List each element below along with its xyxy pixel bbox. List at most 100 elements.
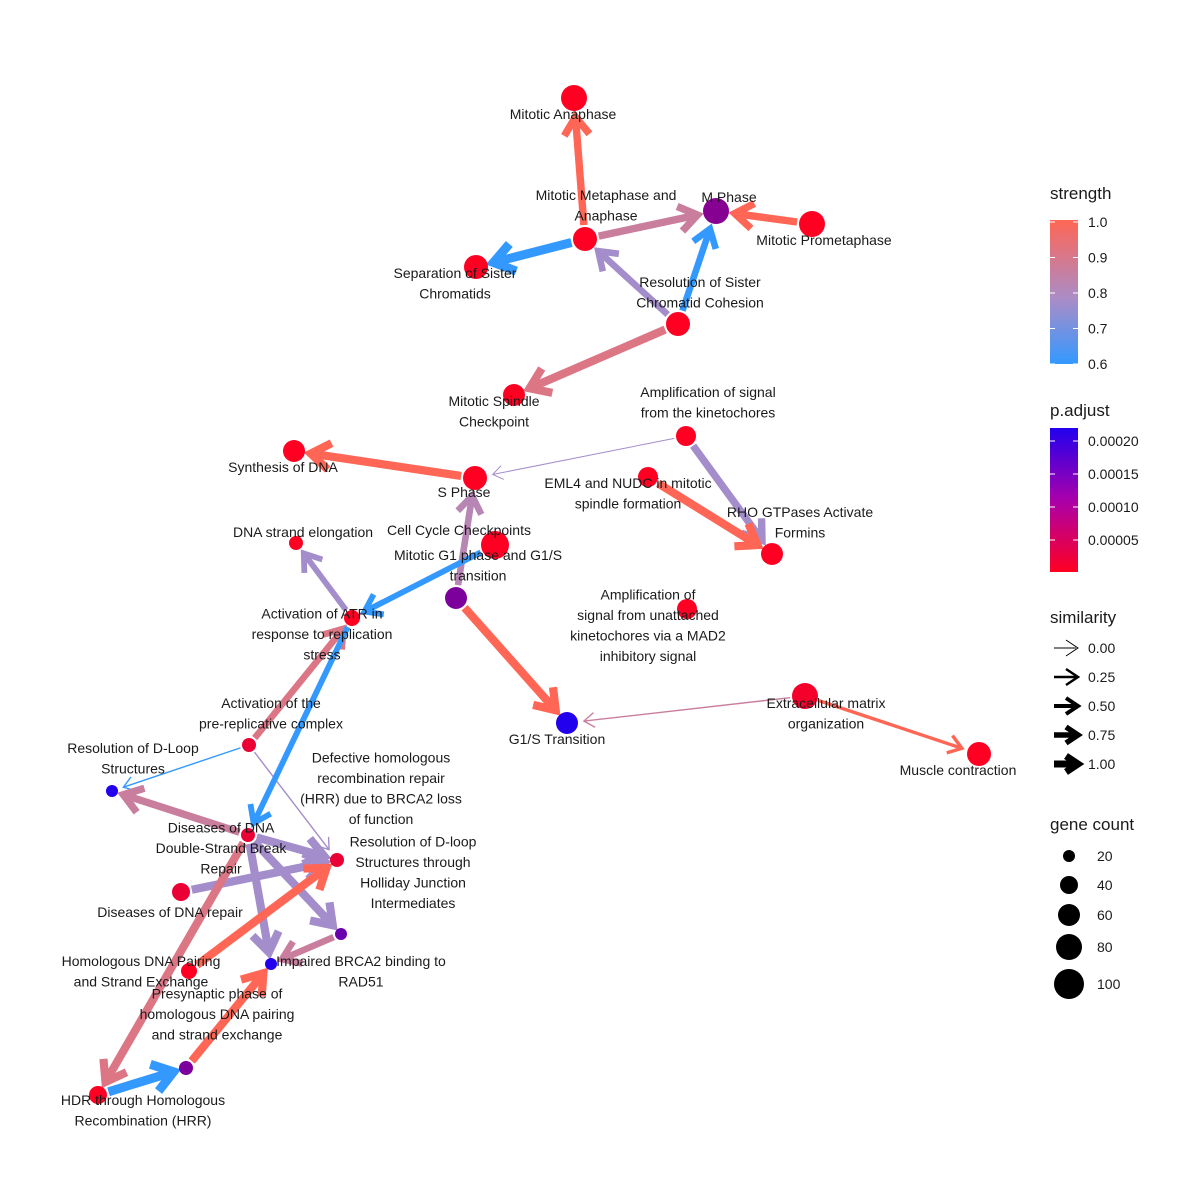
edge-activation_atr-to-diseases_dsb: [247, 625, 351, 828]
node-label-line: Muscle contraction: [900, 762, 1017, 778]
edge-resolution_cohesion-to-mitotic_metaphase: [594, 247, 670, 317]
node-label-line: homologous DNA pairing: [140, 1006, 295, 1022]
node-label-line: and strand exchange: [152, 1027, 283, 1043]
node-label-line: Mitotic G1 phase and G1/S: [394, 547, 562, 563]
node-label-line: stress: [303, 647, 340, 663]
node-mitotic_anaphase: [561, 85, 587, 111]
legend-gene-count-key: [1054, 969, 1084, 999]
node-s_phase: [463, 466, 487, 490]
node-label-line: Defective homologous: [312, 749, 451, 765]
legend-similarity-key: 0.75: [1054, 724, 1115, 746]
node-label-line: Diseases of DNA repair: [97, 904, 243, 920]
node-mitotic_metaphase: [573, 227, 597, 251]
node-label-line: of function: [349, 811, 414, 827]
node-impaired_brca2: [265, 958, 277, 970]
node-label-line: Intermediates: [371, 895, 456, 911]
node-label-line: DNA strand elongation: [233, 524, 373, 540]
legend-strength-tick: 0.9: [1088, 250, 1108, 266]
legend-gene-count-tick: 80: [1097, 939, 1113, 955]
node-label-line: and Strand Exchange: [74, 973, 209, 989]
node-label-line: Synthesis of DNA: [228, 459, 338, 475]
node-label-muscle: Muscle contraction: [900, 762, 1017, 778]
node-label-line: from the kinetochores: [641, 404, 776, 420]
node-label-amp_kinetochores: Amplification of signal from the kinetoch…: [640, 384, 775, 421]
legend-strength: strength 1.00.90.80.70.6: [1050, 184, 1111, 372]
legend-gene-count-key: [1063, 850, 1075, 862]
node-label-line: Structures: [101, 760, 165, 776]
edge-eml4-to-rho_gtpases: [656, 479, 764, 551]
node-label-line: Anaphase: [574, 207, 637, 223]
node-m_phase: [703, 198, 729, 224]
legend-padjust-tick: 0.00005: [1088, 532, 1139, 548]
edge-layer: [99, 110, 965, 1097]
legend-gene-count-key: [1058, 904, 1080, 926]
node-hdr: [89, 1086, 107, 1104]
node-label-line: Structures through: [355, 854, 470, 870]
node-label-g1s_transition: G1/S Transition: [509, 731, 606, 747]
edge-presynaptic-to-impaired_brca2: [188, 967, 268, 1064]
edge-diseases_dsb-to-impaired_brca2: [245, 843, 283, 960]
node-label-line: Holliday Junction: [360, 874, 466, 890]
node-label-line: Cell Cycle Checkpoints: [387, 522, 531, 538]
node-label-mitotic_anaphase: Mitotic Anaphase: [510, 106, 617, 122]
edge-diseases_dsb-to-hdr: [99, 840, 248, 1089]
edge-resolution_cohesion-to-m_phase: [679, 223, 719, 312]
node-label-line: Mitotic Spindle: [448, 393, 539, 409]
node-label-line: Resolution of D-loop: [350, 833, 477, 849]
legend-similarity-key: 1.00: [1054, 753, 1115, 775]
node-amp_kinetochores: [676, 426, 696, 446]
legend-strength-tick: 0.8: [1088, 285, 1108, 301]
legend-gene-count-key: [1056, 934, 1082, 960]
node-label-line: signal from unattached: [577, 607, 719, 623]
legend-similarity-key: 0.50: [1054, 696, 1115, 716]
node-label-mitotic_prometaphase: Mitotic Prometaphase: [756, 232, 892, 248]
node-mitotic_prometaphase: [799, 211, 825, 237]
node-diseases_dsb: [241, 828, 255, 842]
legend-gene-count-tick: 60: [1097, 907, 1113, 923]
node-rho_gtpases: [761, 543, 783, 565]
edge-s_phase-to-synthesis_dna: [303, 439, 462, 480]
legend-similarity-tick: 1.00: [1088, 756, 1115, 772]
legend-similarity-tick: 0.75: [1088, 727, 1115, 743]
node-resolution_cohesion: [666, 312, 690, 336]
legend-strength-tick: 0.7: [1088, 321, 1108, 337]
node-g1s_transition: [556, 712, 578, 734]
legend-gene-count-title: gene count: [1050, 815, 1134, 834]
edge-resolution_cohesion-to-spindle_checkpoint: [523, 325, 667, 397]
node-defective_hrr: [330, 853, 344, 867]
node-label-line: Impaired BRCA2 binding to: [276, 953, 446, 969]
legend-strength-tick: 1.0: [1088, 214, 1108, 230]
edge-mitotic_metaphase-to-mitotic_anaphase: [561, 110, 593, 226]
edge-homologous_pairing-to-defective_hrr: [194, 863, 333, 969]
node-mitotic_g1: [445, 587, 467, 609]
node-label-line: Diseases of DNA: [168, 820, 275, 836]
edge-mitotic_g1-to-g1s_transition: [461, 604, 561, 716]
node-label-line: HDR through Homologous: [61, 1092, 225, 1108]
node-amp_unattached: [677, 599, 697, 619]
legend-similarity-tick: 0.00: [1088, 640, 1115, 656]
node-dloop: [106, 785, 118, 797]
node-muscle: [967, 742, 991, 766]
node-label-line: Recombination (HRR): [75, 1112, 212, 1128]
legend-similarity-key: 0.00: [1054, 639, 1115, 657]
legend-padjust-tick: 0.00010: [1088, 499, 1139, 515]
node-label-line: (HRR) due to BRCA2 loss: [300, 790, 462, 806]
node-label-line: Checkpoint: [459, 413, 529, 429]
node-label-line: Amplification of signal: [640, 384, 775, 400]
node-separation_sister: [464, 255, 488, 279]
